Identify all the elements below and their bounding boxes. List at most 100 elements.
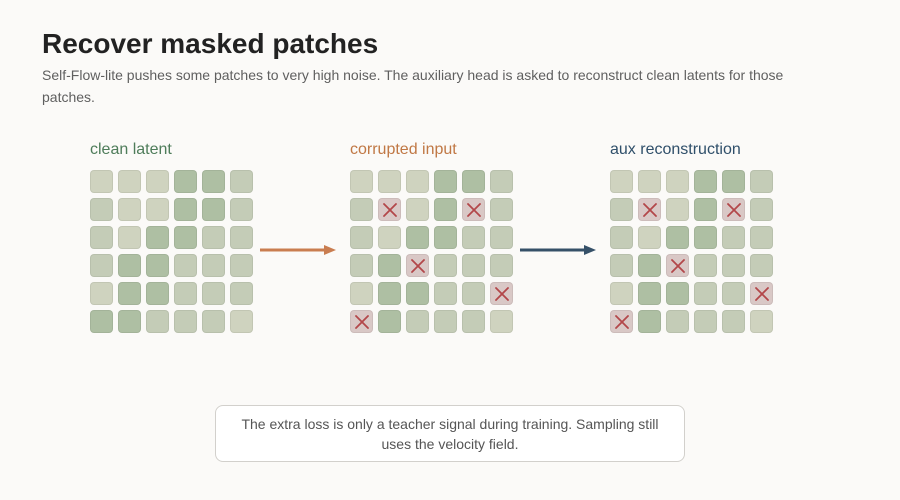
arrow-icon-reconstruct (520, 245, 596, 255)
latent-patch (378, 254, 401, 277)
latent-patch (118, 198, 141, 221)
latent-patch (750, 226, 773, 249)
latent-patch (490, 226, 513, 249)
mask-x-icon (754, 286, 769, 301)
arrow-head (324, 245, 336, 255)
latent-patch (722, 254, 745, 277)
mask-x-icon (382, 202, 397, 217)
note-text: The extra loss is only a teacher signal … (241, 415, 659, 452)
latent-patch (90, 310, 113, 333)
mask-x-icon (494, 286, 509, 301)
latent-patch (174, 226, 197, 249)
latent-patch (666, 282, 689, 305)
panel-label-clean-latent: clean latent (90, 141, 172, 158)
latent-patch (378, 170, 401, 193)
masked-patch (666, 254, 689, 277)
latent-patch (434, 170, 457, 193)
latent-patch (202, 310, 225, 333)
latent-patch (694, 282, 717, 305)
latent-patch (406, 198, 429, 221)
latent-patch (350, 170, 373, 193)
latent-patch (406, 226, 429, 249)
latent-patch (90, 282, 113, 305)
latent-patch (146, 198, 169, 221)
latent-patch (118, 254, 141, 277)
latent-patch (434, 254, 457, 277)
latent-patch (406, 170, 429, 193)
latent-patch (90, 170, 113, 193)
latent-patch (174, 254, 197, 277)
latent-patch (694, 254, 717, 277)
latent-patch (146, 170, 169, 193)
latent-patch (406, 310, 429, 333)
grid-aux-reconstruction (610, 170, 773, 333)
latent-patch (406, 282, 429, 305)
latent-patch (722, 170, 745, 193)
arrow-head (584, 245, 596, 255)
latent-patch (378, 226, 401, 249)
latent-patch (230, 254, 253, 277)
masked-patch (750, 282, 773, 305)
latent-patch (694, 310, 717, 333)
latent-patch (434, 310, 457, 333)
latent-patch (230, 226, 253, 249)
latent-patch (174, 282, 197, 305)
latent-patch (638, 310, 661, 333)
latent-patch (694, 198, 717, 221)
latent-patch (490, 170, 513, 193)
latent-patch (750, 310, 773, 333)
latent-patch (350, 282, 373, 305)
latent-patch (230, 282, 253, 305)
latent-patch (174, 198, 197, 221)
latent-patch (146, 282, 169, 305)
mask-x-icon (670, 258, 685, 273)
latent-patch (118, 282, 141, 305)
page-subtitle: Self-Flow-lite pushes some patches to ve… (42, 67, 784, 105)
latent-patch (350, 226, 373, 249)
latent-patch (90, 254, 113, 277)
latent-patch (434, 198, 457, 221)
mask-x-icon (354, 314, 369, 329)
masked-patch (722, 198, 745, 221)
masked-patch (406, 254, 429, 277)
masked-patch (610, 310, 633, 333)
latent-patch (462, 226, 485, 249)
latent-patch (90, 226, 113, 249)
latent-patch (202, 198, 225, 221)
latent-patch (174, 310, 197, 333)
mask-x-icon (614, 314, 629, 329)
latent-patch (378, 282, 401, 305)
latent-patch (202, 226, 225, 249)
latent-patch (490, 254, 513, 277)
mask-x-icon (410, 258, 425, 273)
latent-patch (378, 310, 401, 333)
latent-patch (610, 226, 633, 249)
latent-patch (202, 254, 225, 277)
latent-patch (118, 226, 141, 249)
latent-patch (202, 170, 225, 193)
latent-patch (694, 226, 717, 249)
latent-patch (722, 226, 745, 249)
latent-patch (462, 310, 485, 333)
note-box: The extra loss is only a teacher signal … (215, 405, 685, 462)
panel-label-corrupted-input: corrupted input (350, 141, 457, 158)
masked-patch (490, 282, 513, 305)
latent-patch (638, 254, 661, 277)
masked-patch (462, 198, 485, 221)
latent-patch (462, 282, 485, 305)
mask-x-icon (642, 202, 657, 217)
latent-patch (750, 198, 773, 221)
latent-patch (610, 170, 633, 193)
latent-patch (750, 170, 773, 193)
latent-patch (722, 310, 745, 333)
panel-label-aux-reconstruction: aux reconstruction (610, 141, 741, 158)
latent-patch (434, 226, 457, 249)
page-title: Recover masked patches (42, 28, 379, 59)
latent-patch (610, 254, 633, 277)
latent-patch (610, 198, 633, 221)
mask-x-icon (726, 202, 741, 217)
latent-patch (462, 254, 485, 277)
latent-patch (666, 310, 689, 333)
latent-patch (146, 310, 169, 333)
latent-patch (666, 226, 689, 249)
